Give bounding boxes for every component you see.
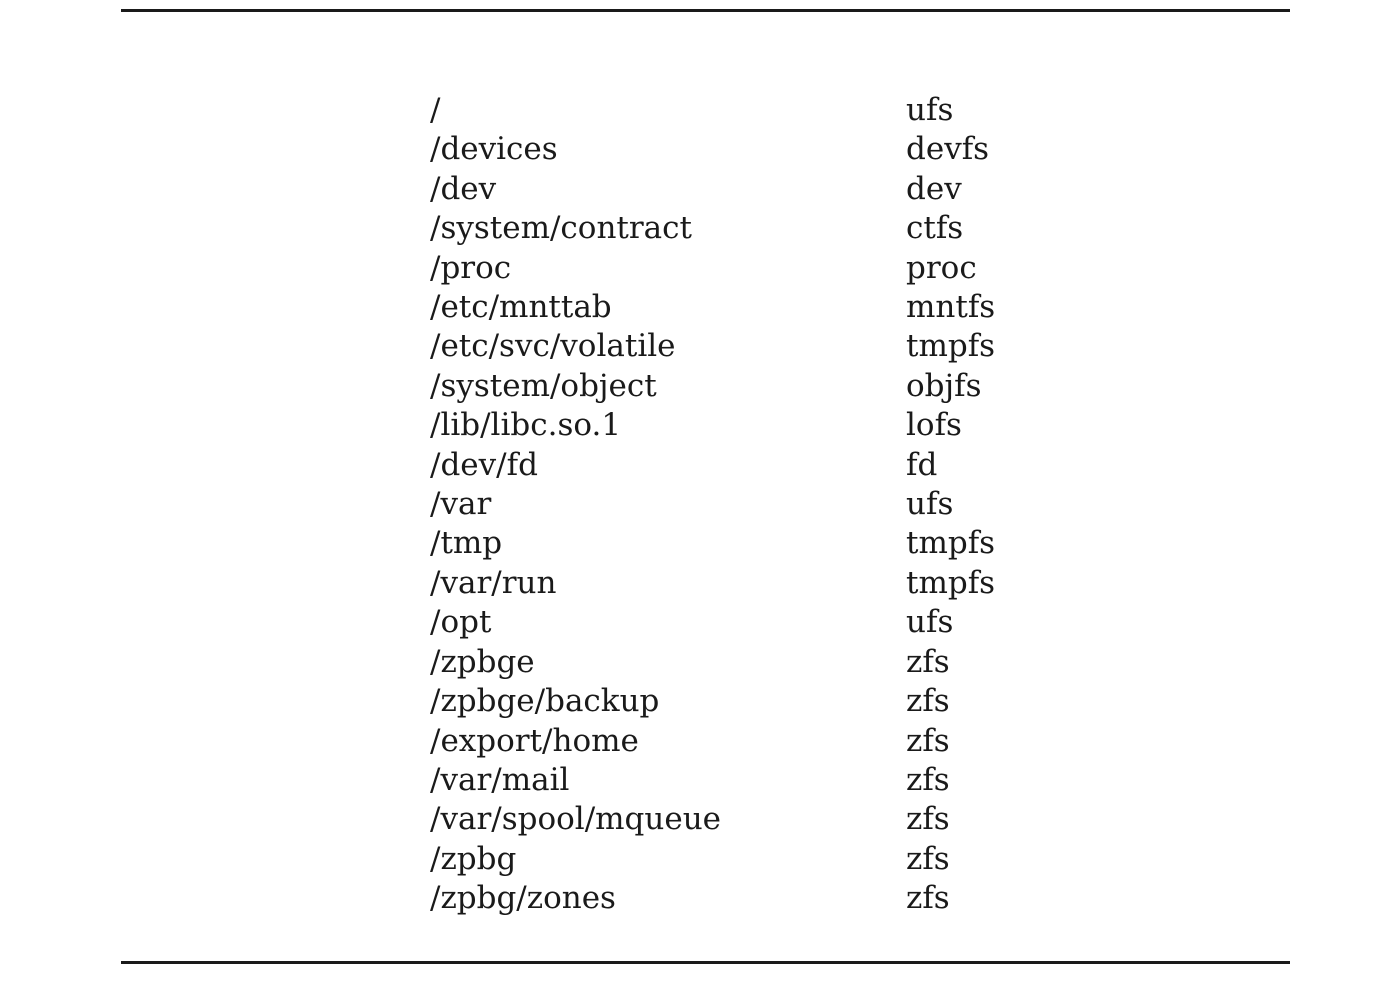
mount-path: /opt (430, 604, 492, 641)
table-row: /export/home zfs (430, 722, 1130, 761)
table-row: /var/mail zfs (430, 761, 1130, 800)
top-rule (121, 9, 1290, 12)
mount-path: /zpbge/backup (430, 683, 660, 720)
mount-path: /dev (430, 170, 497, 207)
filesystem-type: tmpfs (906, 564, 996, 601)
mount-path: /zpbg (430, 840, 517, 877)
table-row: /system/contract ctfs (430, 209, 1130, 248)
table-row: /var/run tmpfs (430, 564, 1130, 603)
filesystem-type: mntfs (906, 289, 996, 326)
table-row: /dev dev (430, 170, 1130, 209)
filesystem-type: zfs (906, 643, 950, 680)
mount-path: /zpbg/zones (430, 880, 616, 917)
table-row: /etc/svc/volatile tmpfs (430, 327, 1130, 366)
filesystem-type: zfs (906, 801, 950, 838)
table-row: /opt ufs (430, 603, 1130, 642)
table-row: / ufs (430, 91, 1130, 130)
mount-path: /etc/svc/volatile (430, 328, 676, 365)
table-row: /zpbg/zones zfs (430, 879, 1130, 918)
table-row: /proc proc (430, 249, 1130, 288)
filesystem-type: objfs (906, 367, 982, 404)
mount-path: /var/spool/mqueue (430, 801, 722, 838)
mount-path: /dev/fd (430, 446, 538, 483)
mount-path: /var/run (430, 564, 557, 601)
mount-path: /tmp (430, 525, 503, 562)
filesystem-type: zfs (906, 722, 950, 759)
mount-path: / (430, 92, 441, 128)
table-row: /system/object objfs (430, 367, 1130, 406)
mount-path: /devices (430, 131, 558, 168)
filesystem-type: dev (906, 170, 962, 207)
table-row: /tmp tmpfs (430, 524, 1130, 563)
bottom-rule (121, 961, 1290, 964)
mount-path: /var (430, 486, 492, 523)
table-row: /devices devfs (430, 130, 1130, 169)
mount-table: / ufs/devices devfs/dev dev/system/contract… (430, 91, 1130, 919)
filesystem-type: ctfs (906, 210, 964, 247)
mount-path: /export/home (430, 722, 639, 759)
filesystem-type: devfs (906, 131, 990, 168)
table-row: /lib/libc.so.1 lofs (430, 406, 1130, 445)
mount-path: /etc/mnttab (430, 289, 612, 326)
filesystem-type: ufs (906, 92, 954, 128)
filesystem-type: tmpfs (906, 525, 996, 562)
filesystem-type: zfs (906, 761, 950, 798)
mount-path: /var/mail (430, 761, 570, 798)
mount-path: /system/contract (430, 210, 692, 247)
filesystem-type: ufs (906, 604, 954, 641)
table-row: /zpbge zfs (430, 643, 1130, 682)
filesystem-type: tmpfs (906, 328, 996, 365)
mount-path: /lib/libc.so.1 (430, 407, 622, 444)
filesystem-type: zfs (906, 683, 950, 720)
table-row: /var ufs (430, 485, 1130, 524)
mount-path: /zpbge (430, 643, 535, 680)
table-row: /zpbge/backup zfs (430, 682, 1130, 721)
table-row: /var/spool/mqueue zfs (430, 800, 1130, 839)
mount-table-body: / ufs/devices devfs/dev dev/system/contract… (430, 91, 1130, 919)
filesystem-type: proc (906, 249, 977, 286)
filesystem-type: zfs (906, 880, 950, 917)
filesystem-type: zfs (906, 840, 950, 877)
table-row: /dev/fd fd (430, 446, 1130, 485)
filesystem-type: lofs (906, 407, 962, 444)
mount-path: /system/object (430, 367, 657, 404)
table-row: /etc/mnttab mntfs (430, 288, 1130, 327)
table-row: /zpbg zfs (430, 840, 1130, 879)
filesystem-type: ufs (906, 486, 954, 523)
filesystem-type: fd (906, 446, 938, 483)
mount-path: /proc (430, 249, 512, 286)
